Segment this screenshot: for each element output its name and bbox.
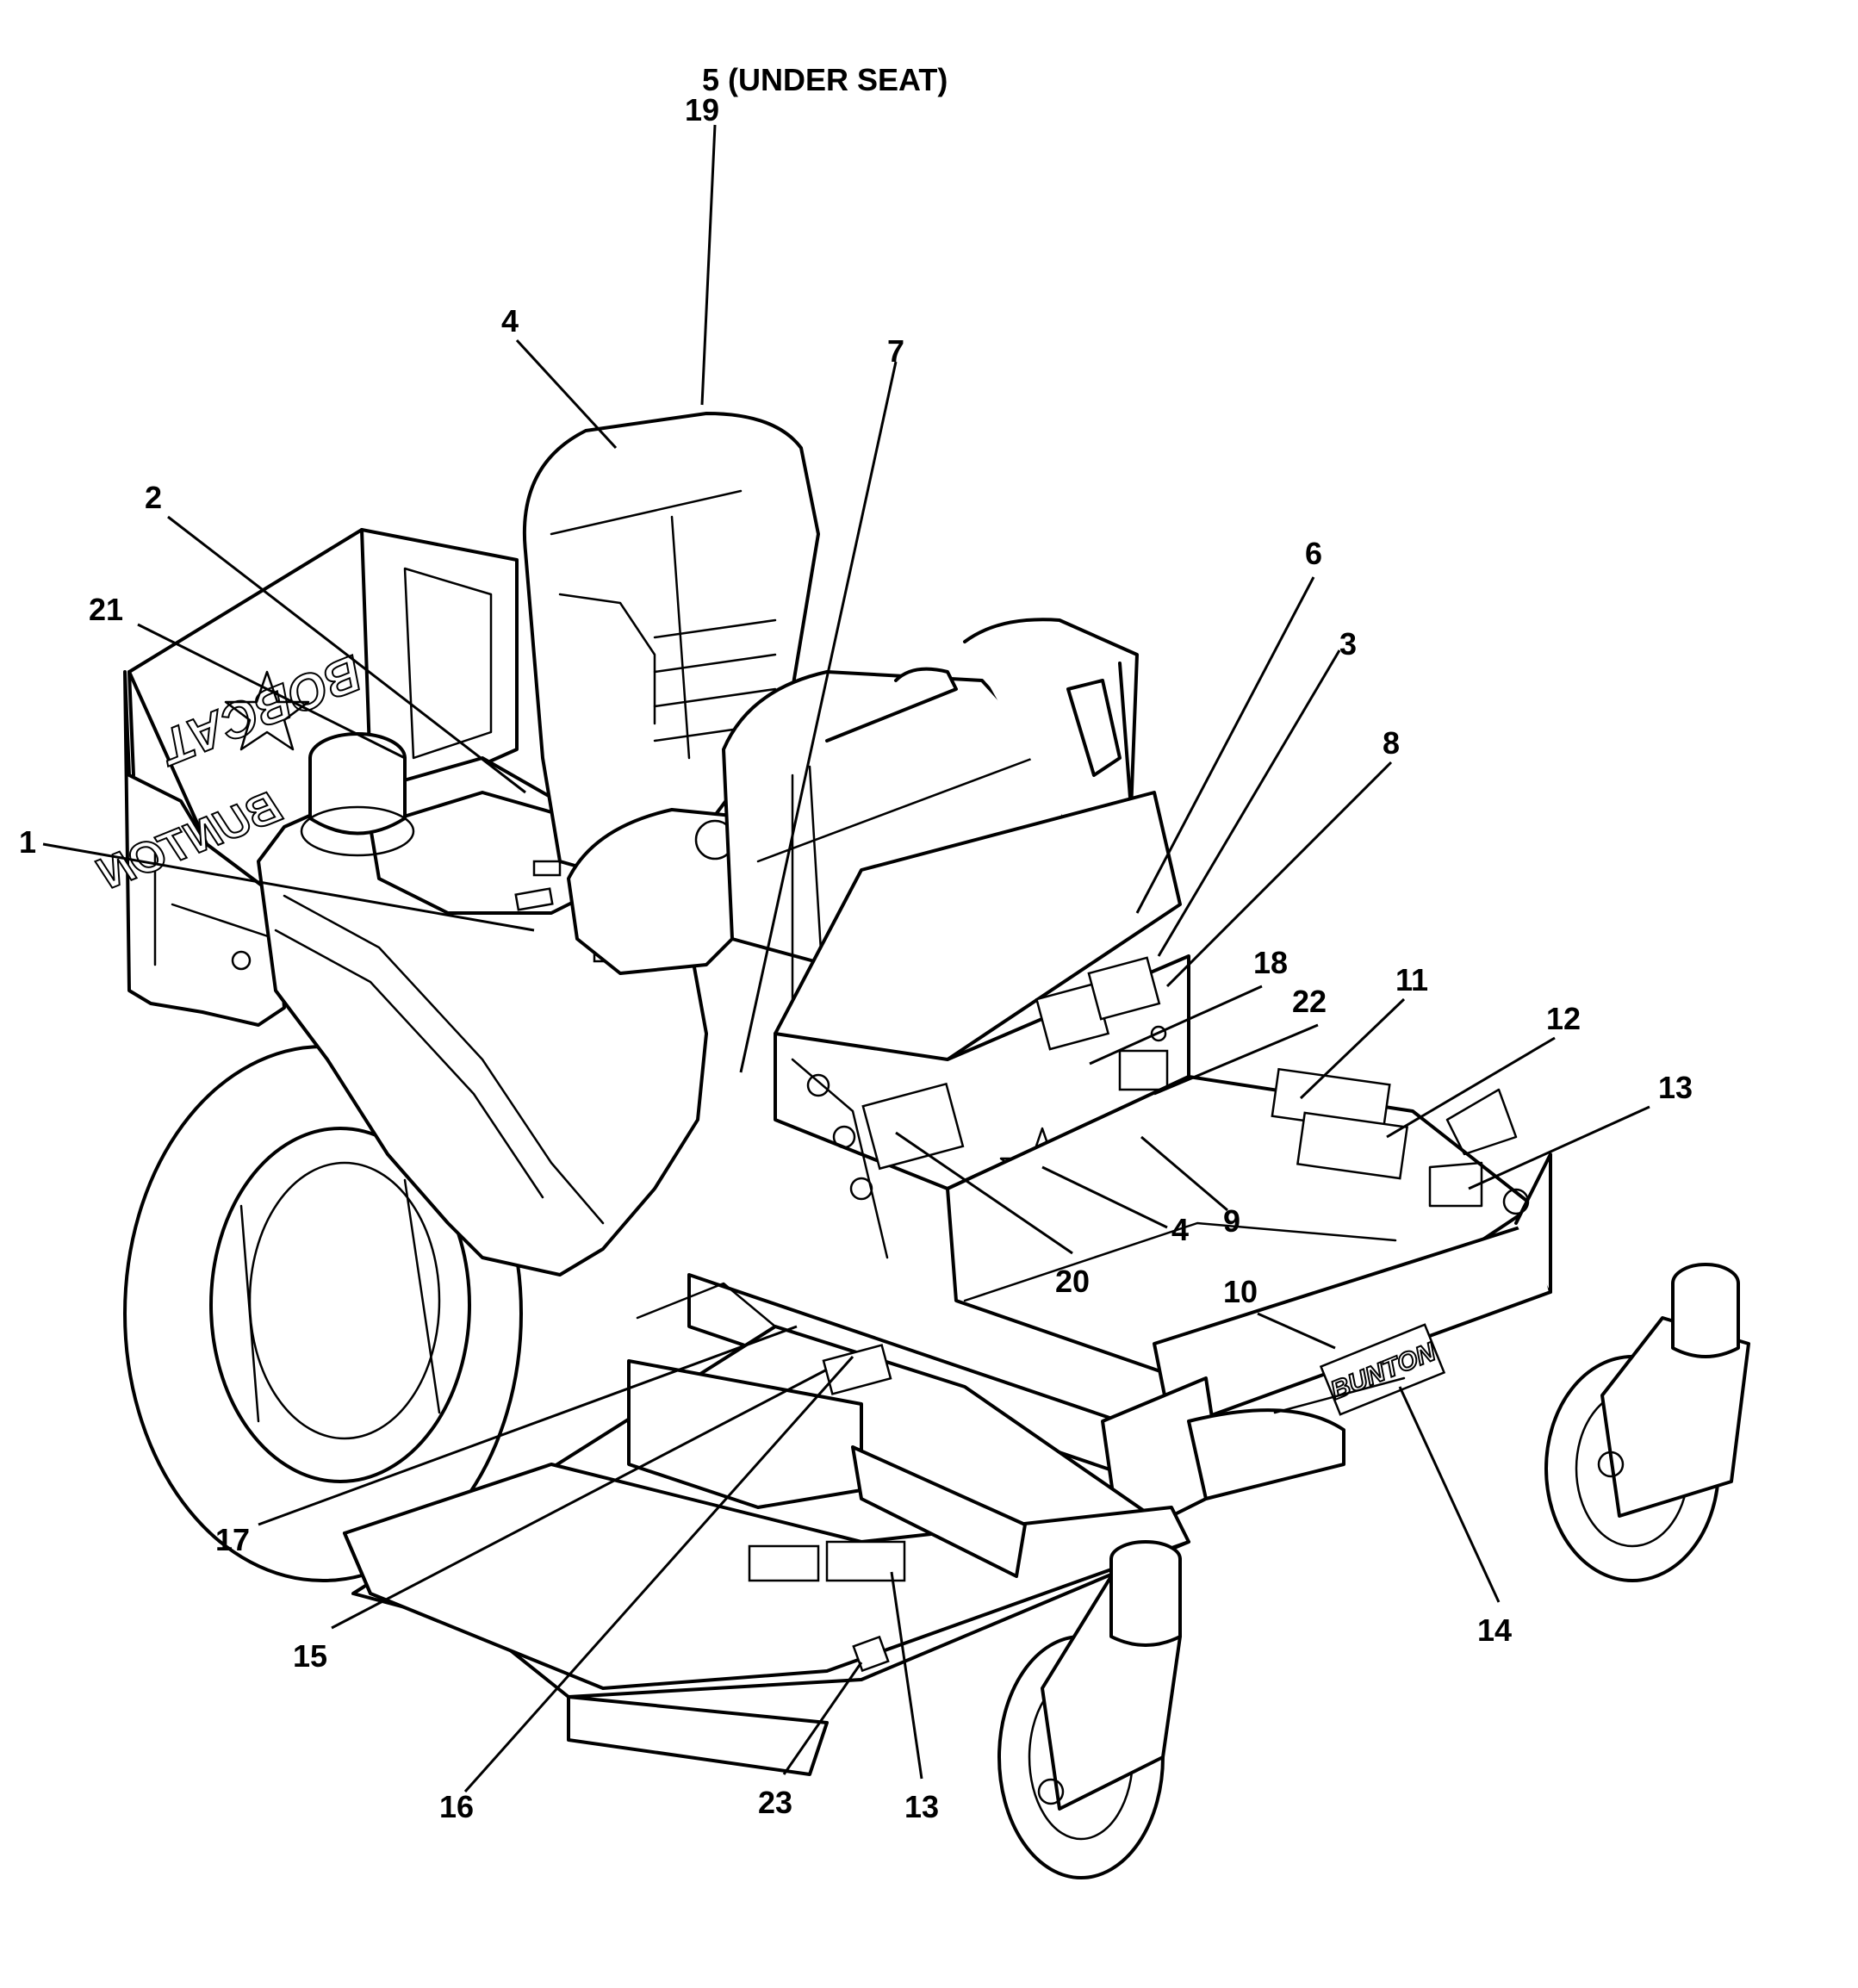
callout-8: 8 [1383, 725, 1400, 761]
callout-20: 20 [1055, 1264, 1090, 1299]
callout-5-under-seat: 5 (UNDER SEAT) [702, 62, 948, 97]
leader-10 [1257, 1312, 1336, 1350]
caster-wheel-right [1544, 1263, 1750, 1582]
leader-21 [137, 623, 406, 760]
callout-16: 16 [439, 1789, 474, 1824]
callout-9: 9 [1223, 1203, 1240, 1239]
callout-4a: 4 [501, 303, 519, 339]
leader-13a [1468, 1105, 1650, 1190]
leader-9 [1140, 1135, 1228, 1212]
leader-12 [1386, 1036, 1556, 1139]
callout-19: 19 [685, 92, 719, 127]
leader-8 [1165, 761, 1393, 988]
callout-11: 11 [1395, 962, 1428, 997]
leader-19 [700, 124, 717, 406]
callout-23: 23 [758, 1785, 792, 1820]
callout-14: 14 [1477, 1612, 1512, 1648]
callout-13b: 13 [904, 1789, 939, 1824]
leader-4a [515, 339, 618, 450]
mower-illustration: BUNTON BOBCAT [90, 412, 1750, 1879]
leader-4b [1041, 1165, 1168, 1229]
leader-6 [1135, 576, 1315, 914]
leader-22 [1153, 1023, 1319, 1096]
mower-deck [343, 1282, 1190, 1776]
leader-20 [895, 1131, 1073, 1255]
callout-4b: 4 [1171, 1212, 1189, 1247]
leader-23 [782, 1662, 863, 1775]
leader-11 [1299, 997, 1406, 1100]
callout-17: 17 [215, 1522, 250, 1557]
leader-17 [258, 1325, 798, 1526]
leader-13b [890, 1571, 923, 1780]
leader-16 [463, 1356, 854, 1792]
callout-6: 6 [1305, 536, 1322, 571]
callout-21: 21 [89, 592, 123, 627]
leader-7 [739, 361, 898, 1073]
leader-lines [42, 124, 1650, 1792]
leader-2 [167, 515, 526, 794]
callout-labels: 1 2 3 4 4 5 (UNDER SEAT) 6 7 8 9 10 11 1… [19, 62, 1693, 1824]
callout-22: 22 [1292, 984, 1327, 1019]
leader-18 [1089, 985, 1263, 1065]
callout-3: 3 [1339, 626, 1357, 662]
callout-13a: 13 [1658, 1070, 1693, 1105]
leader-3 [1157, 649, 1341, 957]
callout-10: 10 [1223, 1274, 1258, 1309]
callout-15: 15 [293, 1638, 327, 1674]
star-icon [224, 670, 310, 751]
leader-15 [331, 1368, 828, 1630]
callout-18: 18 [1253, 945, 1288, 980]
leader-14 [1398, 1386, 1501, 1603]
callout-7: 7 [887, 333, 904, 369]
engine-enclosure [123, 528, 519, 1027]
callout-1: 1 [19, 824, 36, 860]
leader-1 [42, 842, 535, 932]
callout-2: 2 [145, 480, 162, 515]
callout-12: 12 [1546, 1001, 1581, 1036]
caster-wheel-left [997, 1540, 1182, 1879]
